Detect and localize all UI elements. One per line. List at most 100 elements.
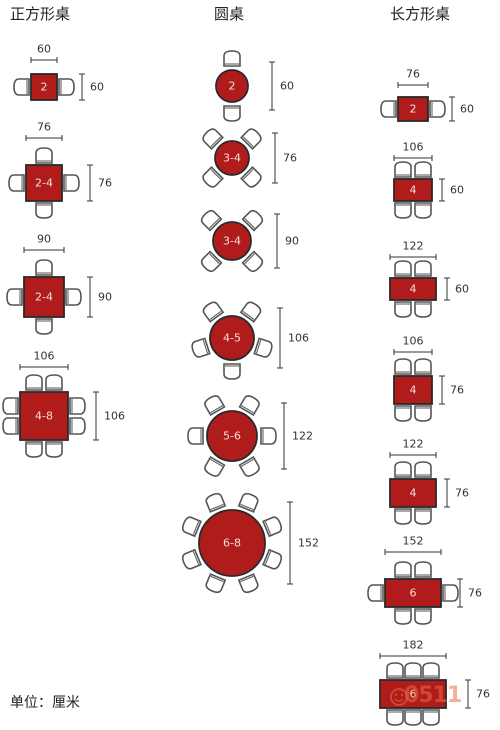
rect-depth-label: 60 xyxy=(450,184,464,197)
table-top xyxy=(389,277,437,301)
chair-icon xyxy=(237,573,259,594)
chair-icon xyxy=(414,508,432,525)
chair-icon xyxy=(6,288,23,306)
chair-icon xyxy=(394,508,412,525)
round-diameter-label: 122 xyxy=(292,430,313,443)
table-top xyxy=(397,96,429,122)
chair-icon xyxy=(202,166,224,188)
square-width-label: 106 xyxy=(34,350,55,363)
chair-icon xyxy=(404,662,422,679)
rect-width-label: 182 xyxy=(403,639,424,652)
chair-icon xyxy=(253,337,273,358)
chair-icon xyxy=(191,337,211,358)
chair-icon xyxy=(380,100,397,118)
chair-icon xyxy=(414,161,432,178)
rect-depth-label: 76 xyxy=(450,384,464,397)
chair-icon xyxy=(63,174,80,192)
chair-icon xyxy=(414,405,432,422)
table-seat-label: 6 xyxy=(410,587,417,600)
chair-icon xyxy=(238,395,260,416)
chair-icon xyxy=(239,301,262,323)
square-depth-label: 60 xyxy=(90,81,104,94)
chair-icon xyxy=(414,461,432,478)
table-seat-label: 2-4 xyxy=(35,291,53,304)
chair-icon xyxy=(69,397,86,415)
table-seat-label: 3-4 xyxy=(223,152,241,165)
chair-icon xyxy=(240,166,262,188)
chair-icon xyxy=(204,395,226,416)
chair-icon xyxy=(260,427,277,445)
table-top xyxy=(393,375,433,405)
chair-icon xyxy=(65,288,82,306)
table-top xyxy=(209,315,255,361)
table-top xyxy=(393,178,433,202)
chair-icon xyxy=(386,709,404,726)
table-top xyxy=(198,509,266,577)
table-seat-label: 4-5 xyxy=(223,332,241,345)
table-top xyxy=(19,391,69,441)
square-depth-label: 106 xyxy=(104,410,125,423)
chair-icon xyxy=(200,250,223,273)
square-column-title: 正方形桌 xyxy=(10,5,71,23)
table-top xyxy=(25,164,63,202)
chair-icon xyxy=(202,128,224,150)
table-top xyxy=(384,578,442,608)
chair-icon xyxy=(422,662,440,679)
table-seat-label: 4 xyxy=(410,384,417,397)
chair-icon xyxy=(414,202,432,219)
chair-icon xyxy=(404,709,422,726)
chair-icon xyxy=(223,105,241,122)
chair-icon xyxy=(414,301,432,318)
chair-icon xyxy=(394,161,412,178)
table-top xyxy=(206,410,258,462)
chair-icon xyxy=(238,456,260,477)
chair-icon xyxy=(200,209,223,232)
table-top xyxy=(23,276,65,318)
round-diameter-label: 76 xyxy=(283,152,297,165)
chair-icon xyxy=(394,608,412,625)
round-diameter-label: 90 xyxy=(285,235,299,248)
round-diameter-label: 60 xyxy=(280,80,294,93)
table-seat-label: 2-4 xyxy=(35,177,53,190)
chair-icon xyxy=(8,174,25,192)
rect-depth-label: 60 xyxy=(455,283,469,296)
chair-icon xyxy=(204,456,226,477)
table-seat-label: 4 xyxy=(410,487,417,500)
chair-icon xyxy=(35,202,53,219)
chair-icon xyxy=(429,100,446,118)
chair-icon xyxy=(202,301,225,323)
table-seat-label: 2 xyxy=(41,81,48,94)
chair-icon xyxy=(45,441,63,458)
watermark-logo: 0511 xyxy=(390,680,462,714)
chair-icon xyxy=(414,608,432,625)
chair-icon xyxy=(394,461,412,478)
rect-width-label: 106 xyxy=(403,141,424,154)
chair-icon xyxy=(442,584,459,602)
chair-icon xyxy=(35,259,53,276)
chair-icon xyxy=(13,78,30,96)
rect-depth-label: 76 xyxy=(468,587,482,600)
table-seat-label: 6-8 xyxy=(223,537,241,550)
chair-icon xyxy=(181,548,202,570)
chair-icon xyxy=(394,301,412,318)
rect-width-label: 152 xyxy=(403,535,424,548)
rect-depth-label: 76 xyxy=(476,688,490,701)
chair-icon xyxy=(414,260,432,277)
chair-icon xyxy=(414,358,432,375)
chair-icon xyxy=(25,374,43,391)
table-top xyxy=(214,140,250,176)
chair-icon xyxy=(45,374,63,391)
table-seat-label: 4 xyxy=(410,283,417,296)
chair-icon xyxy=(394,405,412,422)
chair-icon xyxy=(394,561,412,578)
rect-width-label: 122 xyxy=(403,438,424,451)
chair-icon xyxy=(386,662,404,679)
table-seat-label: 4 xyxy=(410,184,417,197)
table-seat-label: 3-4 xyxy=(223,235,241,248)
rect-width-label: 106 xyxy=(403,335,424,348)
chair-icon xyxy=(25,441,43,458)
chair-icon xyxy=(69,417,86,435)
chair-icon xyxy=(2,417,19,435)
square-width-label: 76 xyxy=(37,121,51,134)
square-depth-label: 76 xyxy=(98,177,112,190)
